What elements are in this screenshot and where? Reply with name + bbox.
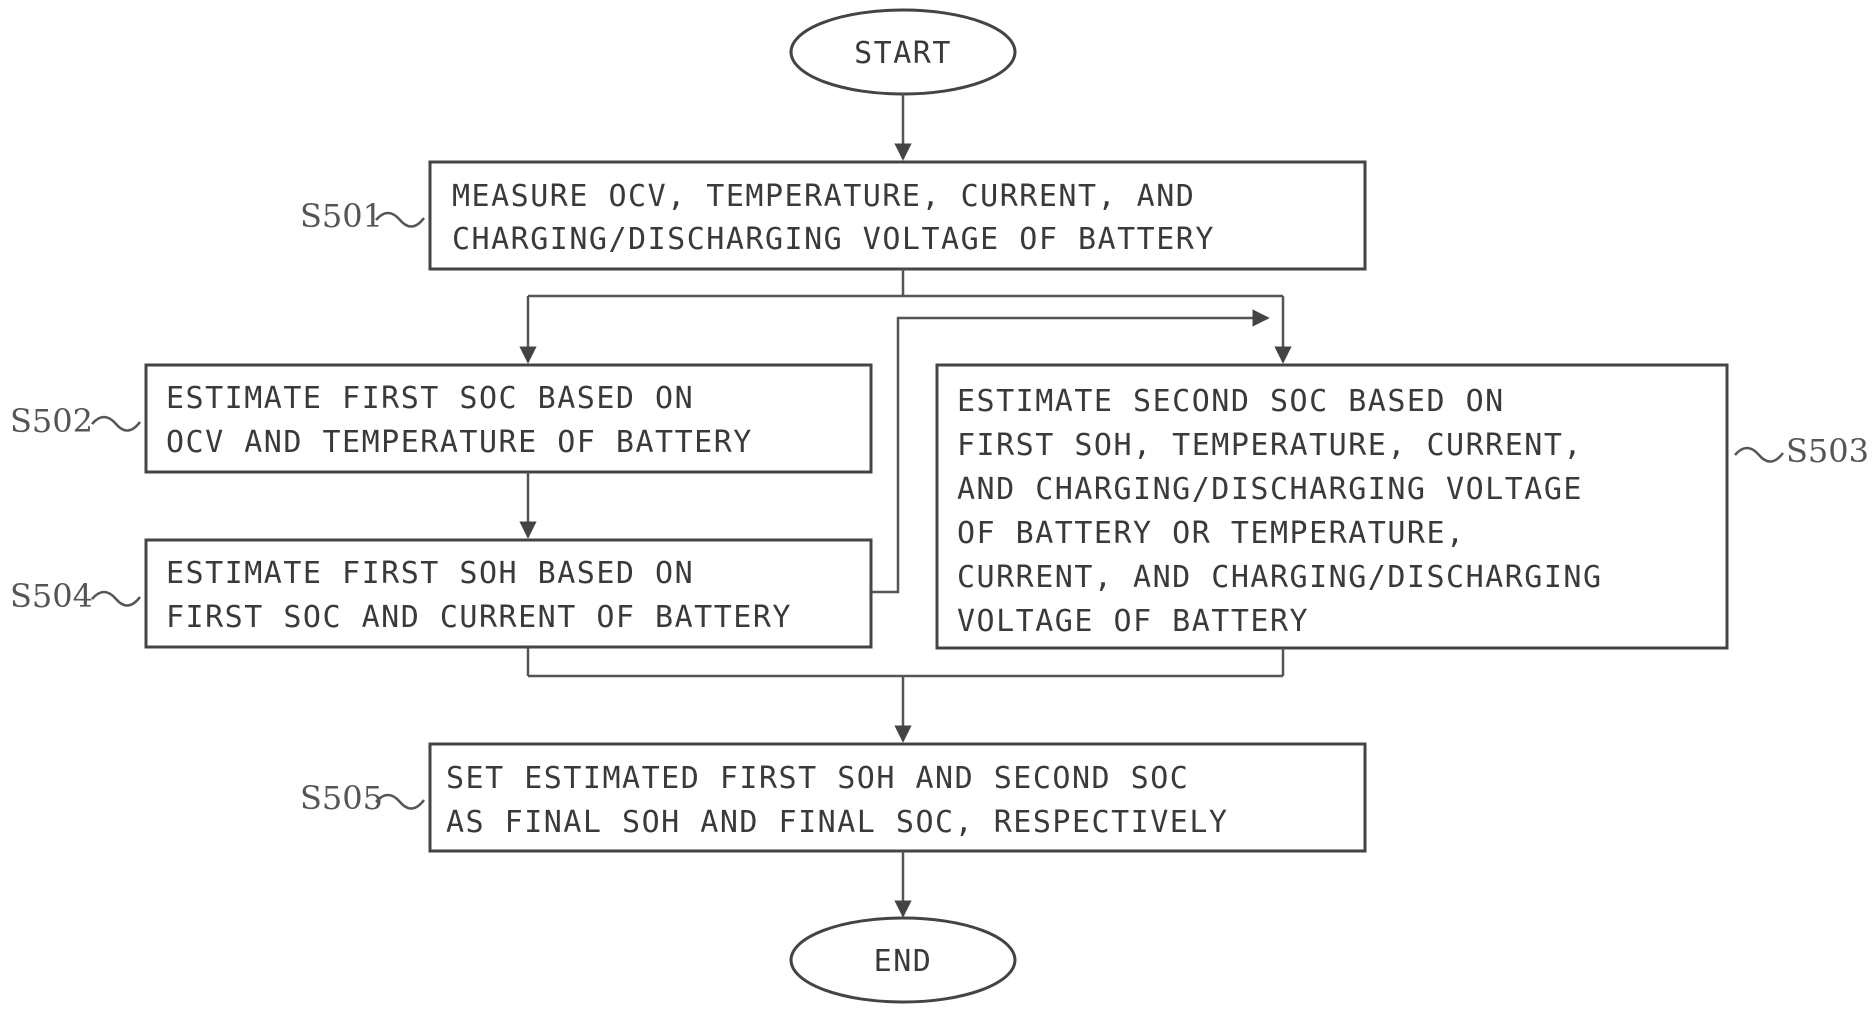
s501-step-label: S501 (300, 197, 383, 235)
step-s501: MEASURE OCV, TEMPERATURE, CURRENT, AND C… (430, 162, 1365, 269)
step-s505: SET ESTIMATED FIRST SOH AND SECOND SOC A… (430, 744, 1365, 851)
s503-line-6: VOLTAGE OF BATTERY (957, 604, 1309, 639)
step-s503: ESTIMATE SECOND SOC BASED ON FIRST SOH, … (937, 365, 1727, 648)
s503-line-5: CURRENT, AND CHARGING/DISCHARGING (957, 560, 1603, 595)
s504-line-1: ESTIMATE FIRST SOH BASED ON (166, 556, 694, 591)
s504-leader (92, 592, 140, 606)
s505-leader (376, 795, 424, 809)
end-terminator: END (791, 918, 1015, 1002)
step-s502: ESTIMATE FIRST SOC BASED ON OCV AND TEMP… (146, 365, 871, 472)
s504-step-label: S504 (10, 577, 93, 615)
start-label: START (854, 36, 952, 71)
start-terminator: START (791, 10, 1015, 94)
s502-line-1: ESTIMATE FIRST SOC BASED ON (166, 381, 694, 416)
s503-line-1: ESTIMATE SECOND SOC BASED ON (957, 384, 1505, 419)
s505-line-2: AS FINAL SOH AND FINAL SOC, RESPECTIVELY (446, 805, 1228, 840)
s504-line-2: FIRST SOC AND CURRENT OF BATTERY (166, 600, 792, 635)
s501-line-1: MEASURE OCV, TEMPERATURE, CURRENT, AND (452, 179, 1195, 214)
s503-step-label: S503 (1786, 432, 1869, 470)
s501-line-2: CHARGING/DISCHARGING VOLTAGE OF BATTERY (452, 222, 1215, 257)
s503-line-4: OF BATTERY OR TEMPERATURE, (957, 516, 1466, 551)
s502-line-2: OCV AND TEMPERATURE OF BATTERY (166, 425, 753, 460)
s503-line-2: FIRST SOH, TEMPERATURE, CURRENT, (957, 428, 1583, 463)
s505-step-label: S505 (300, 779, 383, 817)
s503-line-3: AND CHARGING/DISCHARGING VOLTAGE (957, 472, 1583, 507)
s503-leader (1735, 448, 1783, 462)
s502-step-label: S502 (10, 402, 93, 440)
s501-leader (376, 213, 424, 227)
end-label: END (874, 944, 933, 979)
s505-line-1: SET ESTIMATED FIRST SOH AND SECOND SOC (446, 761, 1189, 796)
s502-leader (92, 417, 140, 431)
step-s504: ESTIMATE FIRST SOH BASED ON FIRST SOC AN… (146, 540, 871, 647)
